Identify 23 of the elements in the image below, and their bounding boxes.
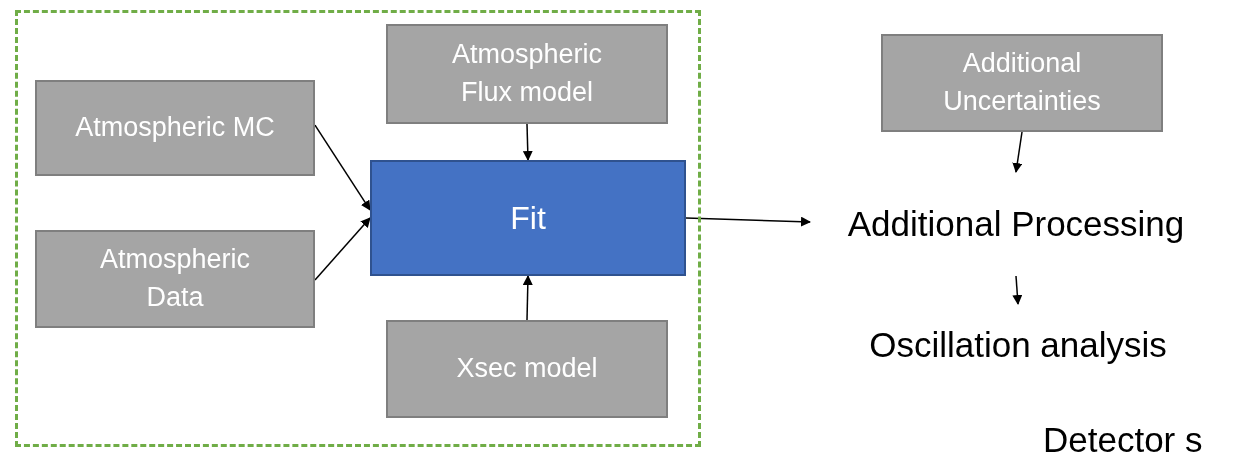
arrow [522,123,533,161]
box-label: Atmospheric Flux model [450,38,604,109]
process-box [35,230,315,328]
process-box [35,80,315,176]
arrow [522,275,533,321]
process-box [386,24,668,124]
process-box [881,34,1163,132]
step-label: Additional Processing [847,204,1185,244]
arrow [1012,275,1023,305]
dashed-group-frame [15,10,701,447]
step-label: Oscillation analysis [869,325,1167,365]
arrow [685,216,811,227]
box-label: Atmospheric Data [98,243,252,314]
arrow [314,124,371,211]
fit-box [370,160,686,276]
box-label: Xsec model [456,352,598,386]
box-label: Fit [510,199,546,237]
box-label: Atmospheric MC [75,111,275,145]
box-label: Additional Uncertainties [942,47,1102,118]
arrow [314,217,371,281]
process-box [386,320,668,418]
arrow [1012,131,1023,173]
partial-label: Detector s [1043,420,1203,460]
